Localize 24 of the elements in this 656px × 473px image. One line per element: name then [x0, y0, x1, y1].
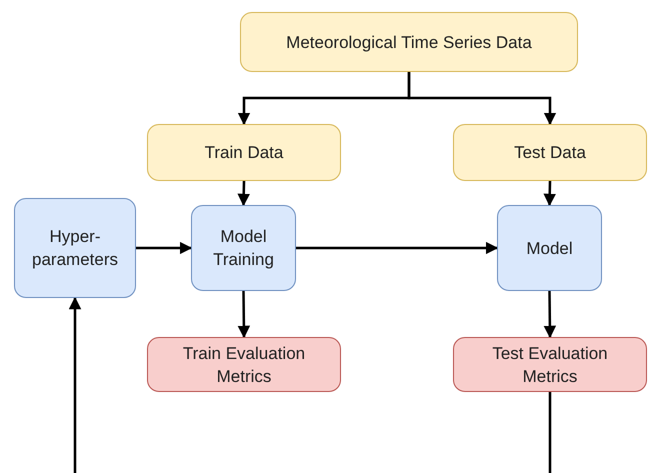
arrow — [136, 242, 192, 254]
arrow — [544, 290, 556, 338]
data-box — [147, 124, 341, 181]
arrow — [296, 242, 498, 254]
node-label: Model Training — [213, 226, 274, 271]
data-box — [453, 124, 647, 181]
node-label: Hyper- parameters — [32, 226, 118, 271]
arrow — [237, 180, 250, 206]
process-box — [191, 205, 296, 291]
process-box — [497, 205, 602, 291]
node-label: Model — [526, 238, 573, 260]
node-label: Test Data — [514, 142, 586, 164]
metrics-box — [147, 337, 341, 392]
node-label: Meteorological Time Series Data — [286, 32, 532, 54]
metrics-box — [453, 337, 647, 392]
data-box — [240, 12, 578, 72]
node-label: Test Evaluation Metrics — [491, 342, 609, 388]
process-box — [14, 198, 136, 298]
arrow — [68, 296, 82, 473]
node-label: Train Evaluation Metrics — [182, 342, 306, 388]
arrow — [238, 290, 250, 338]
arrow — [408, 72, 556, 126]
arrow — [543, 180, 556, 206]
node-label: Train Data — [204, 142, 284, 164]
